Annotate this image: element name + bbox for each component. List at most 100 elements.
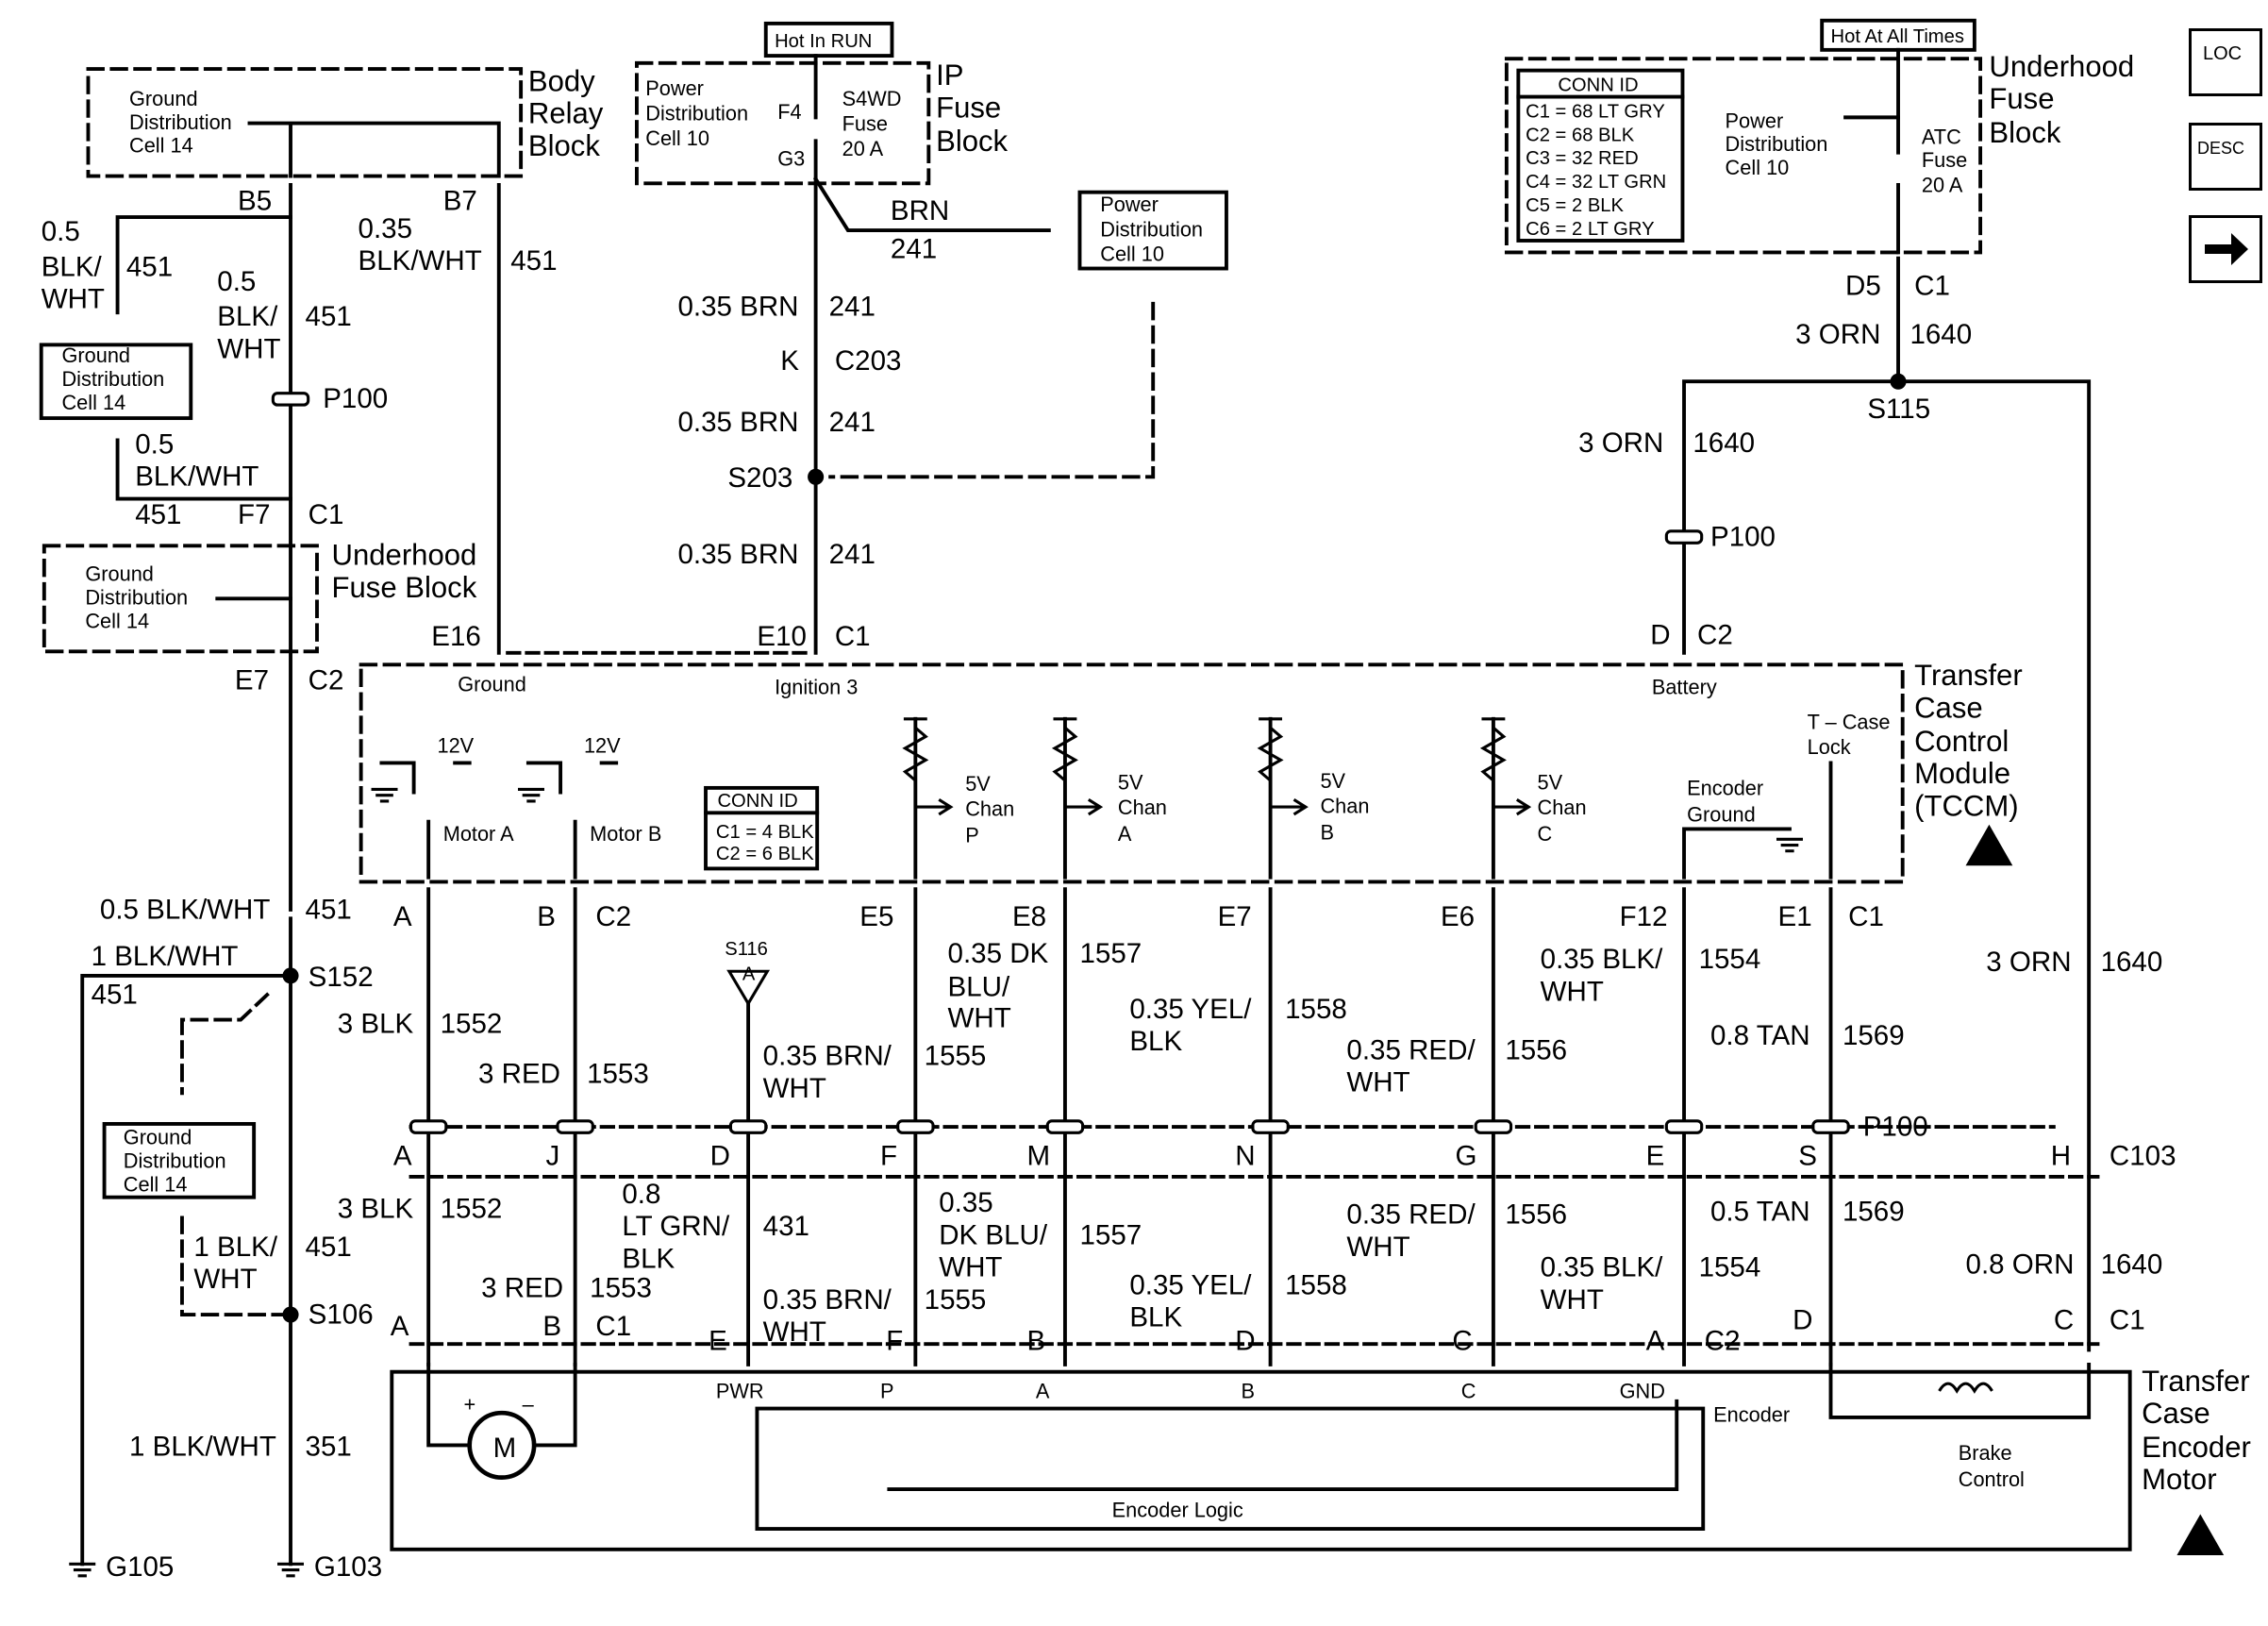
pull-up-resistor-icon bbox=[1257, 717, 1284, 782]
splice-dot bbox=[808, 468, 825, 485]
diagram-label: IP bbox=[936, 59, 963, 92]
diagram-label: BRN bbox=[891, 195, 949, 226]
ground-symbol-icon bbox=[371, 787, 398, 803]
diagram-label: C1 bbox=[1914, 271, 1950, 302]
splice-dot bbox=[282, 1306, 299, 1323]
diagram-label: WHT bbox=[42, 283, 105, 314]
diagram-label: 0.5 TAN bbox=[1710, 1197, 1810, 1228]
diagram-label: Distribution bbox=[85, 586, 188, 610]
diagram-label: 1640 bbox=[2101, 947, 2163, 978]
diagram-label: Hot At All Times bbox=[1831, 26, 1964, 47]
diagram-label: E5 bbox=[859, 901, 893, 932]
splice-dot bbox=[1890, 373, 1907, 390]
diagram-label: B7 bbox=[443, 185, 477, 216]
inline-connector-mark bbox=[271, 392, 310, 407]
pull-up-resistor-icon bbox=[1051, 717, 1078, 782]
diagram-label: S152 bbox=[309, 962, 374, 993]
diagram-label: ATC bbox=[1922, 125, 1961, 148]
arrow-right-icon bbox=[915, 798, 954, 816]
diagram-label: Block bbox=[1989, 116, 2060, 149]
diagram-label: BLK bbox=[622, 1243, 675, 1274]
diagram-label: C2 bbox=[595, 901, 631, 932]
diagram-label: C1 bbox=[1848, 901, 1884, 932]
diagram-label: F7 bbox=[238, 499, 270, 530]
esd-warning-icon bbox=[1965, 824, 2013, 866]
diagram-label: CONN ID bbox=[717, 791, 797, 812]
diagram-label: BLK bbox=[1129, 1026, 1182, 1057]
diagram-label: Relay bbox=[528, 97, 604, 130]
diagram-label: Cell 10 bbox=[1100, 243, 1164, 266]
diagram-label: C5 = 2 BLK bbox=[1526, 195, 1624, 216]
diagram-label: 3 ORN bbox=[1578, 427, 1663, 459]
diagram-label: Lock bbox=[1808, 735, 1851, 759]
diagram-label: Fuse Block bbox=[332, 571, 477, 604]
inline-connector-mark bbox=[728, 1119, 768, 1134]
inline-connector-mark bbox=[1251, 1119, 1290, 1134]
diagram-label: 241 bbox=[829, 407, 876, 438]
next-button[interactable] bbox=[2189, 215, 2262, 283]
diagram-label: C2 bbox=[1705, 1325, 1741, 1356]
diagram-label: S bbox=[1798, 1140, 1817, 1171]
diagram-label: A bbox=[1118, 822, 1132, 846]
diagram-label: 241 bbox=[891, 234, 937, 265]
ground-symbol-icon bbox=[69, 1562, 96, 1578]
diagram-label: Power bbox=[645, 76, 704, 100]
diagram-label: P100 bbox=[323, 383, 388, 414]
diagram-label: WHT bbox=[1346, 1067, 1409, 1098]
desc-button[interactable]: DESC bbox=[2189, 123, 2262, 191]
diagram-label: 5V bbox=[1320, 769, 1345, 793]
diagram-label: Cell 14 bbox=[61, 391, 125, 414]
diagram-label: C103 bbox=[2110, 1140, 2176, 1171]
diagram-label: E7 bbox=[1218, 901, 1252, 932]
arrow-right-icon bbox=[1064, 798, 1104, 816]
diagram-label: H bbox=[2051, 1140, 2071, 1171]
diagram-label: Cell 10 bbox=[1726, 156, 1790, 179]
diagram-label: A bbox=[393, 1140, 412, 1171]
diagram-label: 20 A bbox=[842, 137, 884, 160]
diagram-label: Control bbox=[1959, 1467, 2025, 1491]
diagram-label: 0.8 ORN bbox=[1966, 1249, 2075, 1281]
diagram-label: 3 RED bbox=[478, 1058, 560, 1089]
diagram-label: WHT bbox=[939, 1252, 1002, 1283]
diagram-label: Block bbox=[528, 129, 600, 162]
diagram-label: 0.35 RED/ bbox=[1346, 1035, 1476, 1066]
diagram-label: Ground bbox=[85, 562, 154, 586]
diagram-label: B bbox=[1027, 1325, 1046, 1356]
diagram-label: BLU/ bbox=[948, 972, 1010, 1003]
diagram-label: 20 A bbox=[1922, 174, 1963, 197]
diagram-label: 351 bbox=[306, 1431, 352, 1462]
diagram-label: 3 ORN bbox=[1795, 319, 1880, 350]
diagram-label: Ground bbox=[458, 672, 526, 696]
diagram-label: C1 bbox=[595, 1311, 631, 1342]
diagram-label: C1 bbox=[835, 621, 871, 652]
diagram-label: S115 bbox=[1867, 394, 1930, 425]
diagram-label: G bbox=[1455, 1140, 1476, 1171]
diagram-label: E1 bbox=[1778, 901, 1812, 932]
diagram-label: 0.5 bbox=[135, 428, 174, 460]
diagram-label: BLK/ bbox=[217, 301, 278, 332]
diagram-label: Fuse bbox=[1922, 148, 1967, 172]
diagram-label: 451 bbox=[135, 499, 181, 530]
diagram-label: N bbox=[1235, 1140, 1255, 1171]
diagram-label: CONN ID bbox=[1558, 75, 1638, 95]
diagram-label: 1554 bbox=[1699, 944, 1761, 975]
diagram-label: WHT bbox=[1541, 1284, 1604, 1316]
diagram-label: Encoder Logic bbox=[1112, 1499, 1243, 1522]
diagram-label: D5 bbox=[1845, 271, 1881, 302]
diagram-label: Control bbox=[1914, 725, 2009, 758]
diagram-label: Chan bbox=[965, 796, 1014, 820]
inline-connector-mark bbox=[1811, 1119, 1850, 1134]
inline-connector-mark bbox=[1664, 529, 1704, 545]
diagram-label: Transfer bbox=[2142, 1365, 2250, 1398]
loc-button[interactable]: LOC bbox=[2189, 28, 2262, 96]
diagram-label: D bbox=[1793, 1305, 1812, 1336]
diagram-label: K bbox=[780, 345, 799, 377]
diagram-label: Fuse bbox=[1989, 82, 2054, 115]
diagram-label: Ignition 3 bbox=[775, 675, 858, 698]
diagram-label: 241 bbox=[829, 539, 876, 570]
diagram-label: 0.35 BRN/ bbox=[763, 1284, 892, 1316]
coil-icon bbox=[1938, 1382, 1993, 1394]
diagram-label: A bbox=[1036, 1380, 1050, 1403]
